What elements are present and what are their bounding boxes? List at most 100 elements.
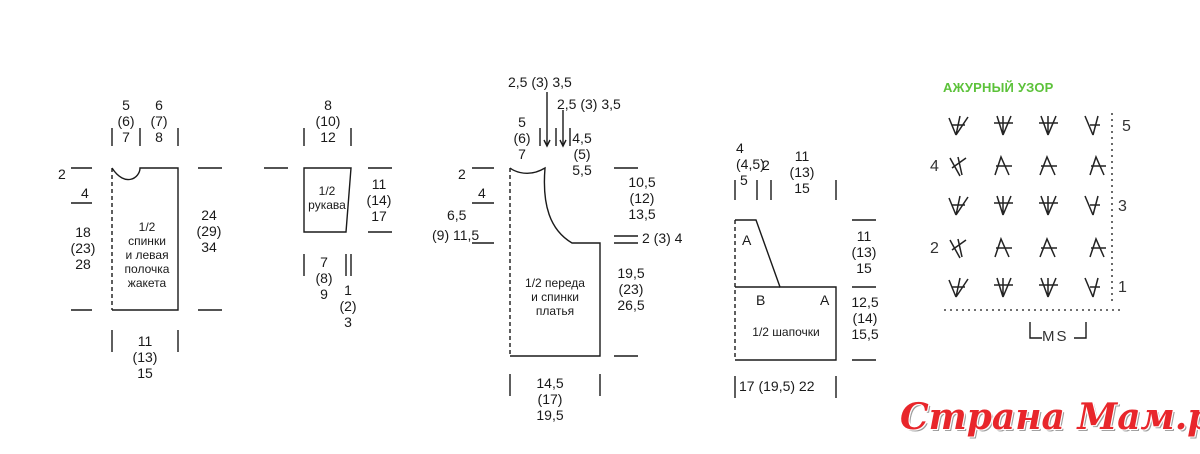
row-number-4: 4	[930, 158, 939, 175]
row-number-5: 5	[1122, 118, 1131, 135]
dress-width-bottom-c: 19,5	[536, 407, 564, 423]
dress-height-right-b: (23)	[618, 281, 644, 297]
dress-height-right-c: 26,5	[617, 297, 645, 313]
jacket-outline	[111, 167, 179, 311]
dress-armhole-left-2: (9) 11,5	[432, 227, 480, 243]
lace-pattern-title: АЖУРНЫЙ УЗОР	[943, 80, 1054, 95]
dress-width-top-left-a: 5	[518, 114, 526, 130]
hat-height-right-bottom: 12,5 (14) 15,5	[846, 294, 884, 342]
dress-top-2: 2,5 (3) 3,5	[557, 96, 621, 112]
sleeve-width-bottom-a: 7	[320, 254, 328, 270]
row-number-3: 3	[1118, 198, 1127, 215]
jacket-height-right-b: (29)	[196, 223, 222, 239]
site-watermark: Страна Мам.ру	[900, 396, 1200, 438]
dress-width-top-right-c: 5,5	[572, 162, 592, 178]
jacket-label-4: полочка	[124, 262, 170, 276]
jacket-width-bottom-c: 15	[137, 365, 153, 381]
dress-width-top-right-a: 4,5	[572, 130, 592, 146]
hat-height-right-top-c: 15	[856, 260, 872, 276]
hat-left-top: 4 (4,5) 5	[736, 140, 765, 188]
jacket-width-top-2-b: (7)	[150, 113, 168, 129]
dress-label-2: и спинки	[531, 290, 579, 304]
sleeve-height-right-a: 11	[371, 176, 387, 192]
sleeve-step-a: 1	[344, 282, 352, 298]
jacket-width-top-1-b: (6)	[117, 113, 135, 129]
dress-step-right: 2 (3) 4	[642, 230, 683, 246]
jacket-neck-depth-2: 4	[81, 185, 89, 201]
jacket-width-top-2: 6 (7) 8	[149, 97, 169, 145]
hat-point-a-bottom: A	[820, 292, 830, 308]
hat-left-top-b: (4,5)	[736, 156, 765, 172]
dress-width-top-right: 4,5 (5) 5,5	[568, 130, 596, 178]
hat-height-right-bottom-a: 12,5	[851, 294, 879, 310]
sleeve-height-right: 11 (14) 17	[362, 176, 396, 224]
dress-width-top-right-b: (5)	[573, 146, 591, 162]
hat-height-right-top-b: (13)	[851, 244, 877, 260]
jacket-width-bottom: 11 (13) 15	[128, 333, 162, 381]
hat-left-top-a: 4	[736, 140, 744, 156]
jacket-width-bottom-b: (13)	[132, 349, 158, 365]
dress-height-right: 19,5 (23) 26,5	[610, 265, 652, 313]
jacket-width-top-2-a: 6	[155, 97, 163, 113]
hat-left-top-2: 2	[762, 157, 770, 173]
row-number-1: 1	[1118, 279, 1127, 296]
jacket-height-left: 18 (23) 28	[68, 224, 98, 272]
hat-label: 1/2 шапочки	[752, 325, 820, 339]
lace-chart-symbols	[948, 115, 1106, 298]
dress-outline	[509, 166, 601, 357]
jacket-label-2: спинки	[128, 234, 166, 248]
hat-height-right-top: 11 (13) 15	[848, 228, 880, 276]
jacket-label-5: жакета	[127, 276, 167, 290]
dress-width-top-left: 5 (6) 7	[512, 114, 532, 162]
sleeve-width-top-b: (10)	[315, 113, 341, 129]
hat-height-right-top-a: 11	[856, 228, 872, 244]
dress-neck-1: 2	[458, 166, 466, 182]
jacket-height-left-a: 18	[75, 224, 91, 240]
dress-neck-2: 4	[478, 185, 486, 201]
sleeve-step-b: (2)	[339, 298, 357, 314]
dress-width-bottom-b: (17)	[537, 391, 563, 407]
dress-top-1: 2,5 (3) 3,5	[508, 74, 572, 90]
dress-width-bottom: 14,5 (17) 19,5	[530, 375, 570, 423]
hat-width-top-c: 15	[794, 180, 810, 196]
sleeve-label-2: рукава	[308, 198, 346, 212]
repeat-label: MS	[1042, 328, 1069, 345]
dress-label: 1/2 переда и спинки платья	[512, 276, 598, 318]
hat-point-b: B	[756, 292, 766, 308]
dress-armhole-right-b: (12)	[629, 190, 655, 206]
hat-outline	[734, 219, 837, 361]
dress-label-3: платья	[535, 304, 575, 318]
jacket-height-right-c: 34	[201, 239, 217, 255]
hat-height-right-bottom-b: (14)	[852, 310, 878, 326]
dress-label-1: 1/2 переда	[525, 276, 585, 290]
dress-armhole-right: 10,5 (12) 13,5	[622, 174, 662, 222]
jacket-height-left-b: (23)	[70, 240, 96, 256]
hat-point-a-top: A	[742, 232, 752, 248]
jacket-height-right: 24 (29) 34	[192, 207, 226, 255]
sleeve-height-right-b: (14)	[366, 192, 392, 208]
jacket-width-top-1: 5 (6) 7	[117, 97, 135, 145]
jacket-label: 1/2 спинки и левая полочка жакета	[116, 220, 178, 290]
row-number-2: 2	[930, 240, 939, 257]
hat-left-top-c: 5	[740, 172, 748, 188]
sleeve-width-top-c: 12	[320, 129, 336, 145]
jacket-neck-depth-1: 2	[58, 166, 66, 182]
dress-width-top-left-c: 7	[518, 146, 526, 162]
sleeve-width-top-a: 8	[324, 97, 332, 113]
hat-width-top-b: (13)	[789, 164, 815, 180]
sleeve-outline	[303, 167, 352, 233]
jacket-width-top-1-a: 5	[122, 97, 130, 113]
jacket-label-1: 1/2	[138, 220, 156, 234]
sleeve-step-c: 3	[344, 314, 352, 330]
hat-height-right-bottom-c: 15,5	[851, 326, 879, 342]
sleeve-width-bottom: 7 (8) 9	[310, 254, 338, 302]
jacket-width-bottom-a: 11	[137, 333, 153, 349]
jacket-height-left-c: 28	[75, 256, 91, 272]
hat-width-bottom: 17 (19,5) 22	[739, 378, 815, 394]
dress-width-bottom-a: 14,5	[536, 375, 564, 391]
sleeve-height-right-c: 17	[371, 208, 387, 224]
sleeve-label-1: 1/2	[318, 184, 336, 198]
sleeve-step: 1 (2) 3	[336, 282, 360, 330]
